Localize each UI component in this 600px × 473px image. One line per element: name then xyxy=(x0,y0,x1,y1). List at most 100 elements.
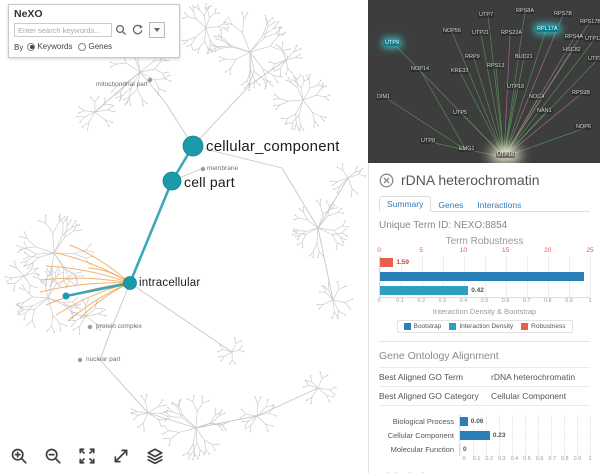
robustness-chart-xlabel: Interaction Density & Bootstrap xyxy=(432,307,537,316)
gene-node-utp13[interactable]: UTP13 xyxy=(584,36,600,42)
interaction-network-panel[interactable]: UTP7 RPS8A RPS7B RPS17B NOP56 UTP21 RPS22A RPL1… xyxy=(368,0,600,163)
term-title: rDNA heterochromatin xyxy=(401,172,540,188)
radio-genes-circle[interactable] xyxy=(78,42,87,51)
gene-node-utp5[interactable]: UTP5 xyxy=(452,110,469,116)
gene-node-utp21[interactable]: UTP21 xyxy=(471,30,491,36)
gene-node-nop6[interactable]: NOP6 xyxy=(575,124,592,130)
zoom-in-button[interactable] xyxy=(8,445,30,467)
gene-node-rrp9[interactable]: RRP9 xyxy=(464,54,481,60)
gene-node-bud21[interactable]: BUD21 xyxy=(514,54,534,60)
term-node-cell-part[interactable] xyxy=(162,171,182,191)
unique-term-id-label: Unique Term ID: xyxy=(379,220,452,231)
gene-node-rps4a[interactable]: RPS4A xyxy=(564,34,585,40)
gene-node-nan1[interactable]: NAN1 xyxy=(536,108,553,114)
robustness-section-title: Term Robustness xyxy=(445,236,524,247)
expand-collapse-button[interactable] xyxy=(110,445,132,467)
divider xyxy=(379,341,590,342)
unique-term-id-value: NEXO:8854 xyxy=(453,220,508,231)
gene-node-rps13[interactable]: RPS13 xyxy=(486,63,506,69)
term-node-mitochondrial-part[interactable] xyxy=(147,77,153,83)
go-value-molecular-function: 0 xyxy=(463,445,467,453)
gene-node-rps9b[interactable]: RPS9B xyxy=(571,90,592,96)
close-icon[interactable] xyxy=(379,173,394,188)
go-bar-biological-process xyxy=(460,416,468,426)
gene-node-noc4[interactable]: NOC4 xyxy=(528,94,546,100)
search-icon[interactable] xyxy=(114,23,128,37)
gene-node-utp22[interactable]: UTP22 xyxy=(587,56,600,62)
term-node-protein-complex[interactable] xyxy=(87,324,93,330)
gene-node-kre33[interactable]: KRE33 xyxy=(450,68,470,74)
alignment-row-best-aligned-go-term: Best Aligned GO Term rDNA heterochromatin xyxy=(379,367,590,387)
search-panel: NeXO By Keywords Genes xyxy=(8,4,180,58)
search-options-button[interactable] xyxy=(149,22,165,38)
gene-node-hsc82[interactable]: HSC82 xyxy=(562,47,582,53)
zoom-toolbar xyxy=(8,445,166,467)
radio-keywords-circle[interactable] xyxy=(27,42,36,51)
biological-process-section-title: Biological Process xyxy=(379,471,590,473)
term-node-intracellular[interactable] xyxy=(123,276,137,290)
gene-node-rps22a[interactable]: RPS22A xyxy=(500,30,524,36)
tab-summary[interactable]: Summary xyxy=(379,196,432,212)
alignment-value: rDNA heterochromatin xyxy=(491,372,576,382)
gene-node-utp18[interactable]: UTP18 xyxy=(506,84,526,90)
radio-genes[interactable]: Genes xyxy=(78,42,112,51)
bar-bootstrap xyxy=(380,272,584,281)
go-chart-row-molecular-function: Molecular Function 0 xyxy=(379,442,591,456)
radio-genes-label: Genes xyxy=(88,42,113,51)
legend-label-robustness: Robustness xyxy=(531,323,566,330)
gene-node-rpl17a[interactable]: RPL17A xyxy=(536,26,559,32)
gene-node-rps17b[interactable]: RPS17B xyxy=(579,19,600,25)
term-node-membrane[interactable] xyxy=(200,166,206,172)
bar-interaction-density xyxy=(380,286,469,295)
tab-interactions[interactable]: Interactions xyxy=(477,200,522,210)
gene-node-emg1[interactable]: EMG1 xyxy=(458,146,476,152)
tab-genes[interactable]: Genes xyxy=(438,200,464,210)
gene-node-nop14[interactable]: NOP14 xyxy=(410,66,431,72)
gene-node-utp7[interactable]: UTP7 xyxy=(478,12,495,18)
gene-node-utp8[interactable]: UTP8 xyxy=(420,138,437,144)
go-bar-cellular-component xyxy=(460,430,490,440)
term-node-cellular-component[interactable] xyxy=(182,135,204,157)
gene-node-utp10[interactable]: UTP10 xyxy=(496,152,516,158)
alignment-section-title: Gene Ontology Alignment xyxy=(379,350,499,362)
search-by-row: By Keywords Genes xyxy=(14,42,174,53)
reset-icon[interactable] xyxy=(130,23,144,37)
alignment-value: Cellular Component xyxy=(491,391,567,401)
network-edges-graphic xyxy=(385,11,598,158)
network-node-labels: UTP7 RPS8A RPS7B RPS17B NOP56 UTP21 RPS22A RPL1… xyxy=(368,0,600,163)
legend-swatch-robustness xyxy=(521,323,529,330)
zoom-fit-button[interactable] xyxy=(76,445,98,467)
gene-node-dim1[interactable]: DIM1 xyxy=(376,94,392,100)
legend-swatch-bootstrap xyxy=(403,323,411,330)
bar-robustness xyxy=(380,258,394,267)
gene-node-rps8a[interactable]: RPS8A xyxy=(515,8,536,14)
term-node-nuclear-part[interactable] xyxy=(77,357,83,363)
go-category-label: Molecular Function xyxy=(390,444,454,454)
alignment-label: Best Aligned GO Term xyxy=(379,372,463,382)
gene-node-rps7b[interactable]: RPS7B xyxy=(553,11,574,17)
cluster-term-node[interactable] xyxy=(62,292,70,300)
search-mode-radio-group: Keywords Genes xyxy=(27,42,118,53)
gene-node-nop56[interactable]: NOP56 xyxy=(442,28,463,34)
legend-bootstrap: Bootstrap xyxy=(403,323,441,330)
gene-node-utp9[interactable]: UTP9 xyxy=(384,40,401,46)
bar-label-robustness: 1.59 xyxy=(396,259,409,266)
layers-button[interactable] xyxy=(144,445,166,467)
legend-robustness: Robustness xyxy=(521,323,566,330)
search-input[interactable] xyxy=(14,23,112,37)
radio-keywords[interactable]: Keywords xyxy=(27,42,72,51)
search-by-label: By xyxy=(14,42,24,52)
legend-swatch-interaction-density xyxy=(449,323,457,330)
go-value-cellular-component: 0.23 xyxy=(492,431,506,439)
unique-term-id: Unique Term ID: NEXO:8854 xyxy=(379,220,590,231)
zoom-out-button[interactable] xyxy=(42,445,64,467)
app-title: NeXO xyxy=(14,8,43,20)
